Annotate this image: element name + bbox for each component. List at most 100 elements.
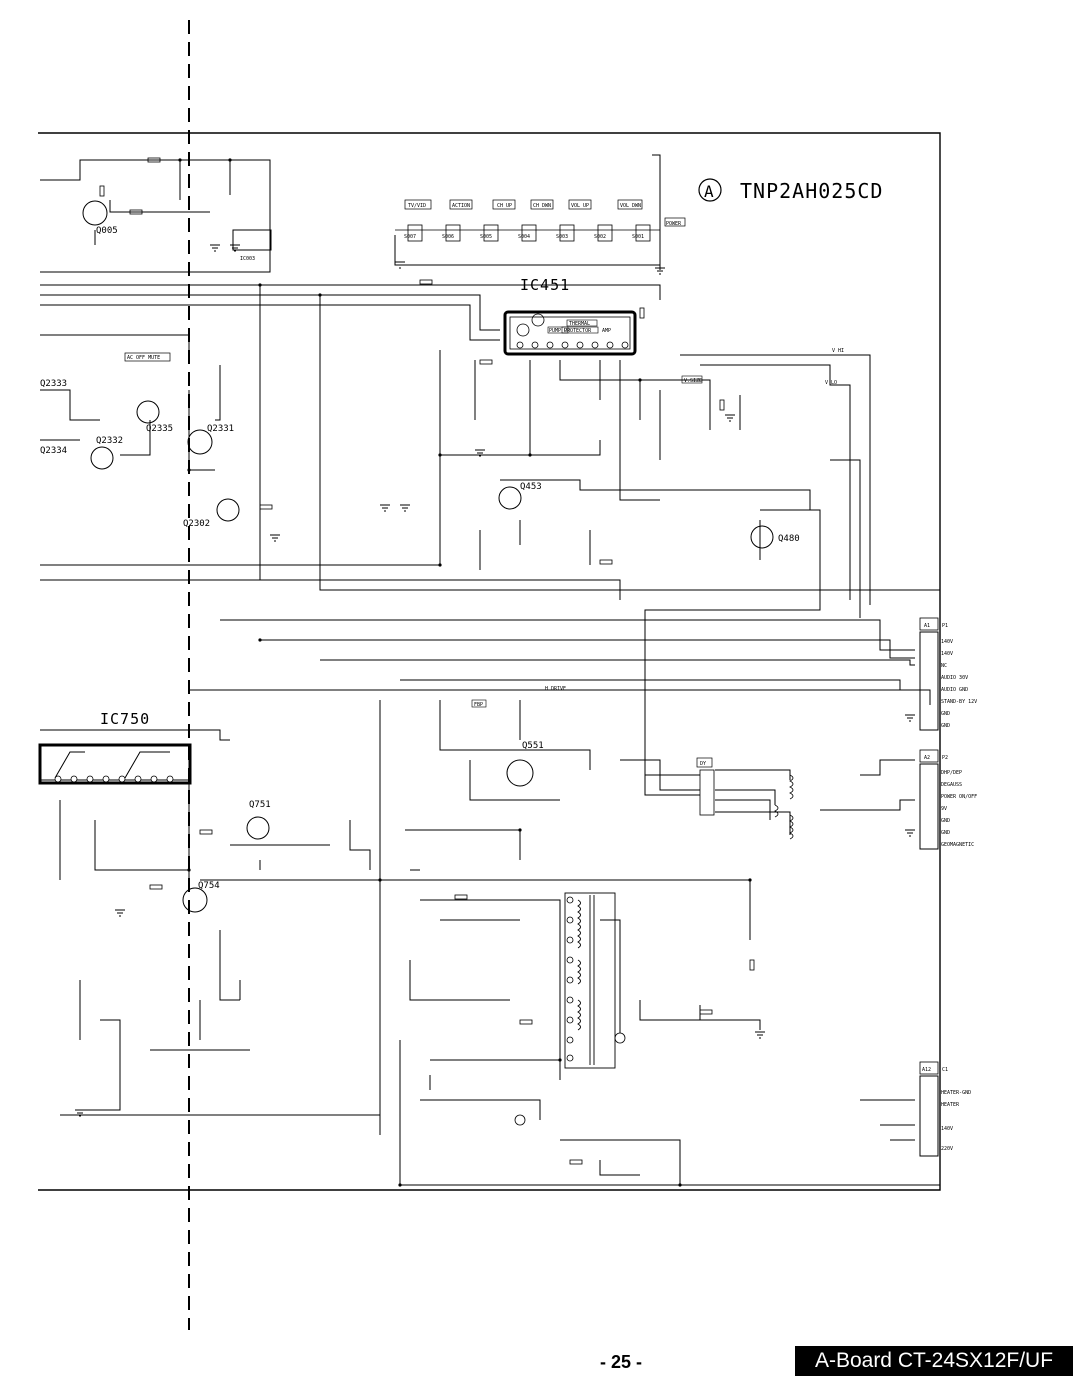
key-strip: TV/VID ACTION CH UP CH DWN VOL UP VOL DW…: [404, 199, 686, 227]
transistor-symbol: [498, 486, 522, 510]
transistor-label: Q2332: [96, 436, 123, 446]
transistor-label: Q2302: [183, 519, 210, 529]
pump-up-label: PUMP UP: [549, 328, 570, 334]
key-vol-up: VOL UP: [571, 203, 589, 209]
connector-ref: P1: [942, 623, 948, 629]
connector-pin: NC: [941, 663, 947, 669]
connector-pin: 140V: [941, 1126, 953, 1132]
ic750-label: IC750: [100, 710, 150, 728]
connector-pin: 140V: [941, 639, 953, 645]
connector-pin: GND: [941, 711, 950, 717]
ic750-pins: [54, 775, 174, 783]
transistor-label: Q005: [96, 226, 118, 236]
connector-ref: C1: [942, 1067, 948, 1073]
transistor-symbol: [82, 200, 108, 226]
fbp-label: FBP: [474, 702, 483, 708]
connector-name: A2: [924, 755, 930, 761]
switch-label: S002: [594, 234, 606, 240]
ic003-body: [232, 229, 272, 251]
key-ch-dwn: CH DWN: [533, 203, 551, 209]
connector-name: A1: [924, 623, 930, 629]
connector-pin: AUDIO 30V: [941, 675, 968, 681]
v-lo-label: V LO: [825, 380, 837, 386]
transistor-label: Q2335: [146, 424, 173, 434]
ic451-body: [503, 310, 637, 356]
transistor-symbol: [216, 498, 240, 522]
transistor-label: Q751: [249, 800, 271, 810]
switch-label: S005: [480, 234, 492, 240]
ic003-label: IC003: [240, 256, 255, 262]
ac-off-mute-label: AC OFF MUTE: [127, 355, 160, 361]
transistor-label: Q2333: [40, 379, 67, 389]
connector-pin: 220V: [941, 1146, 953, 1152]
wiring: [40, 154, 940, 1186]
connector-pin: HEATER-GND: [941, 1090, 971, 1096]
connector-pin: GEOMAGNETIC: [941, 842, 974, 848]
transistor-symbols: [82, 200, 774, 913]
passive-components: [99, 157, 755, 1165]
board-code-block: A TNP2AH025CD: [698, 178, 883, 203]
board-letter: A: [704, 182, 714, 201]
key-vol-dwn: VOL DWN: [620, 203, 641, 209]
connector-pin: POWER ON/OFF: [941, 794, 977, 800]
ground-symbols: [75, 244, 915, 1117]
flyback-transformer: [564, 892, 616, 1069]
schematic-diagram: A TNP2AH025CD IC451 IC750 IC003 TV/VID A…: [38, 20, 977, 1330]
protector-label: PROTECTOR: [564, 328, 592, 334]
connector-pin: HEATER: [941, 1102, 960, 1108]
switch-label: S004: [518, 234, 530, 240]
connector-name: A12: [922, 1067, 931, 1073]
transistor-symbol: [90, 446, 114, 470]
connector-a2: A2 P2 DHP/DEP DEGAUSS POWER ON/OFF 9V GN…: [919, 749, 977, 850]
transistor-label: Q480: [778, 534, 800, 544]
v-size-label: V.SIZE: [684, 378, 702, 384]
connector-pin: DEGAUSS: [941, 782, 962, 788]
ic451-pins: [516, 341, 629, 349]
transistor-symbol: [136, 400, 160, 424]
switch-label: S001: [632, 234, 644, 240]
transistor-symbol: [750, 525, 774, 549]
transistor-symbol: [246, 816, 270, 840]
transistor-labels: Q005 Q2333 Q2332 Q2334 Q2335 Q2331 Q2302…: [40, 226, 800, 891]
key-power: POWER: [666, 221, 682, 227]
page-number: - 25 -: [600, 1352, 643, 1372]
dy-label: DY: [700, 761, 706, 767]
connector-pin: GND: [941, 723, 950, 729]
ic750-body: [38, 743, 192, 785]
connector-pin: DHP/DEP: [941, 770, 962, 776]
key-action: ACTION: [452, 203, 470, 209]
transistor-symbol: [182, 887, 208, 913]
connector-pin: 140V: [941, 651, 953, 657]
switch-row: [395, 224, 660, 242]
connector-a12: A12 C1 HEATER-GND HEATER 140V 220V: [919, 1061, 971, 1157]
transistor-symbol: [187, 429, 213, 455]
transistor-label: Q754: [198, 881, 220, 891]
transistor-label: Q2331: [207, 424, 234, 434]
board-letter-badge: [698, 178, 722, 202]
junction-dots: [178, 158, 752, 1187]
h-drive-label: H DRIVE: [545, 686, 566, 692]
connector-pin: GND: [941, 818, 950, 824]
key-tv-vid: TV/VID: [408, 203, 426, 209]
transistor-label: Q551: [522, 741, 544, 751]
switch-label: S006: [442, 234, 454, 240]
key-ch-up: CH UP: [497, 203, 512, 209]
flyback-pins: [514, 896, 626, 1126]
ic451-label: IC451: [520, 276, 570, 294]
transistor-symbol: [506, 759, 534, 787]
board-code: TNP2AH025CD: [740, 179, 883, 203]
switch-label: S003: [556, 234, 568, 240]
switch-labels: S007 S006 S005 S004 S003 S002 S001: [404, 234, 644, 240]
v-hi-label: V HI: [832, 348, 844, 354]
connector-pin: 9V: [941, 806, 947, 812]
switch-label: S007: [404, 234, 416, 240]
connector-a1: A1 P1 140V 140V NC AUDIO 30V AUDIO GND S…: [919, 617, 977, 731]
connector-pin: GND: [941, 830, 950, 836]
transistor-label: Q453: [520, 482, 542, 492]
board-title: A-Board CT-24SX12F/UF: [795, 1346, 1073, 1376]
deflection-coils: [774, 774, 794, 840]
connector-pin: STAND-BY 12V: [941, 699, 977, 705]
amp-label: AMP: [602, 328, 611, 334]
dy-connector: [699, 769, 715, 816]
connector-pin: AUDIO GND: [941, 687, 968, 693]
